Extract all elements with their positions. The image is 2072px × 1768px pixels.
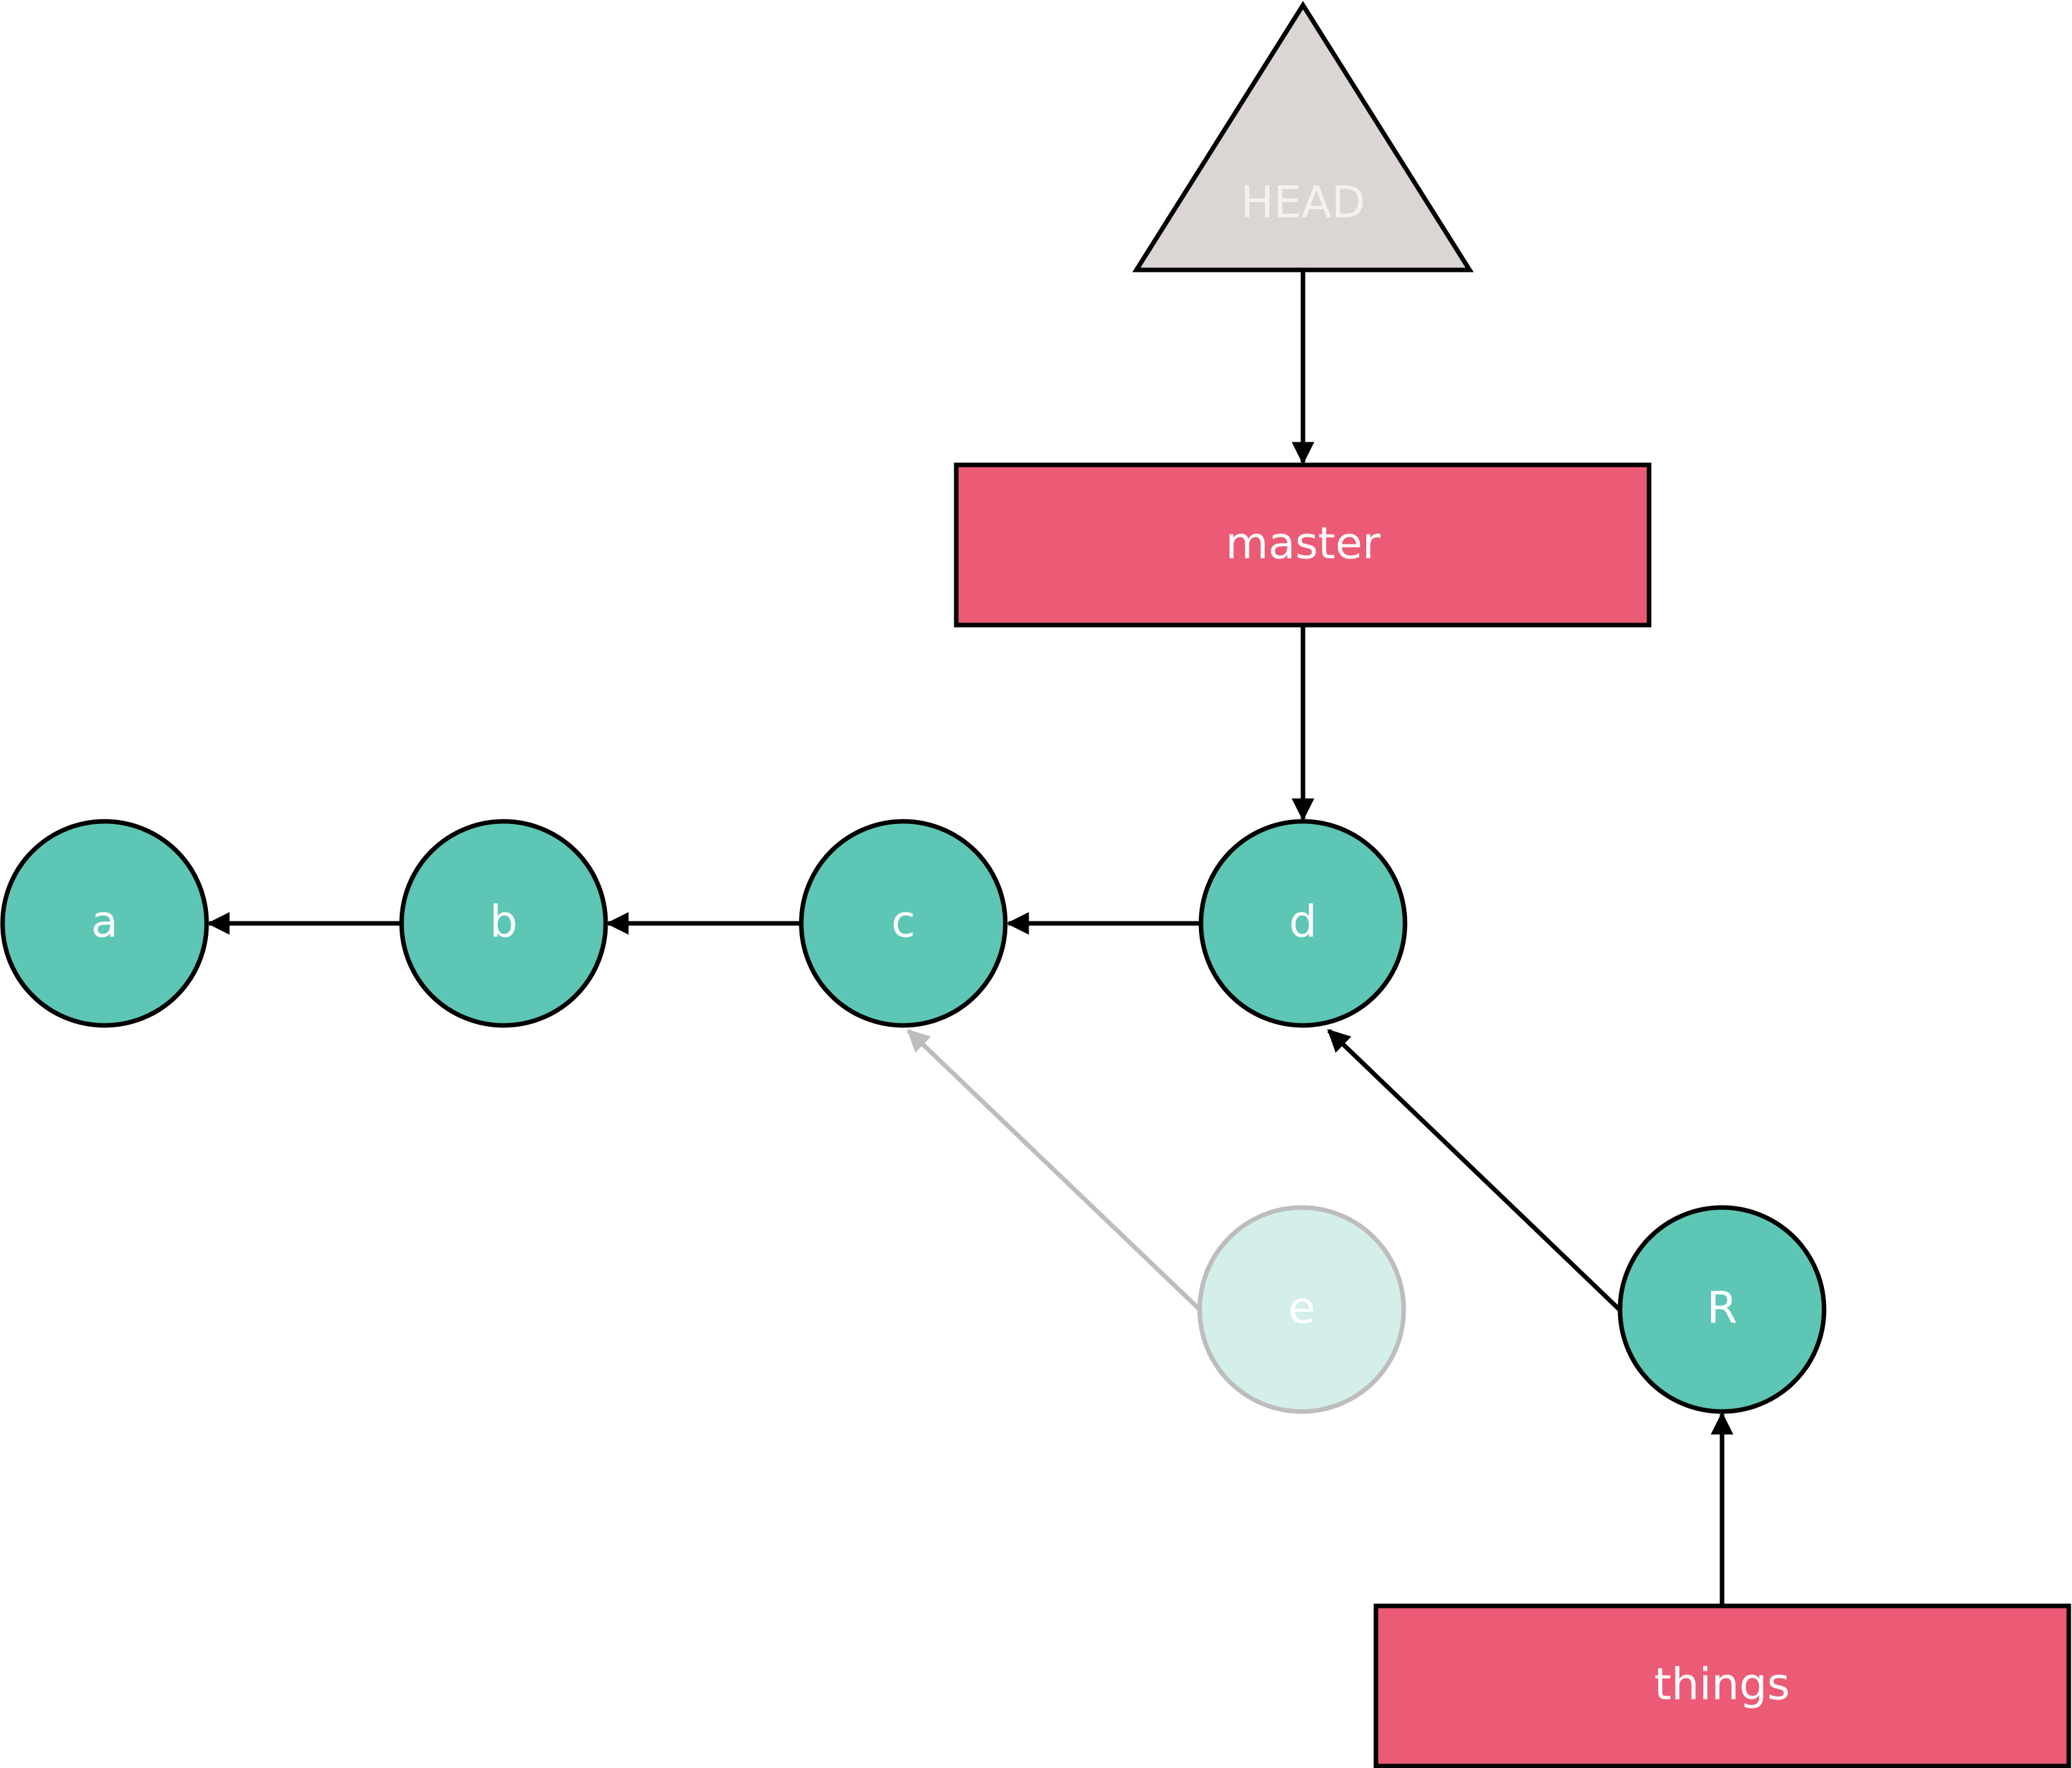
head-pointer: HEAD (1132, 1, 1474, 272)
branch-master-box (954, 462, 1652, 628)
head-triangle (1132, 1, 1474, 272)
commit-c-label: c (891, 897, 915, 948)
commit-a: a (0, 819, 209, 1028)
commit-b-circle (399, 819, 608, 1028)
edge-e-to-c (907, 1029, 1202, 1311)
branch-things: things (1373, 1603, 2071, 1768)
commit-b: b (399, 819, 608, 1028)
commit-r-label: R (1707, 1283, 1737, 1334)
commit-d: d (1198, 819, 1408, 1028)
commit-c: c (799, 819, 1008, 1028)
commit-r: R (1617, 1205, 1827, 1414)
commit-a-circle (0, 819, 209, 1028)
commit-e-circle (1197, 1205, 1406, 1414)
commit-b-label: b (489, 897, 517, 948)
commit-e-label: e (1288, 1283, 1315, 1334)
commit-a-label: a (91, 897, 118, 948)
commit-c-circle (799, 819, 1008, 1028)
branch-things-box (1373, 1603, 2071, 1768)
branch-master: master (954, 462, 1652, 628)
branch-things-label: things (1654, 1660, 1790, 1711)
commit-e: e (1197, 1205, 1406, 1414)
commit-r-circle (1617, 1205, 1827, 1414)
branch-master-label: master (1226, 519, 1380, 570)
commit-d-circle (1198, 819, 1408, 1028)
edge-r-to-d (1327, 1029, 1621, 1311)
head-label: HEAD (1241, 178, 1366, 229)
commit-d-label: d (1289, 897, 1317, 948)
